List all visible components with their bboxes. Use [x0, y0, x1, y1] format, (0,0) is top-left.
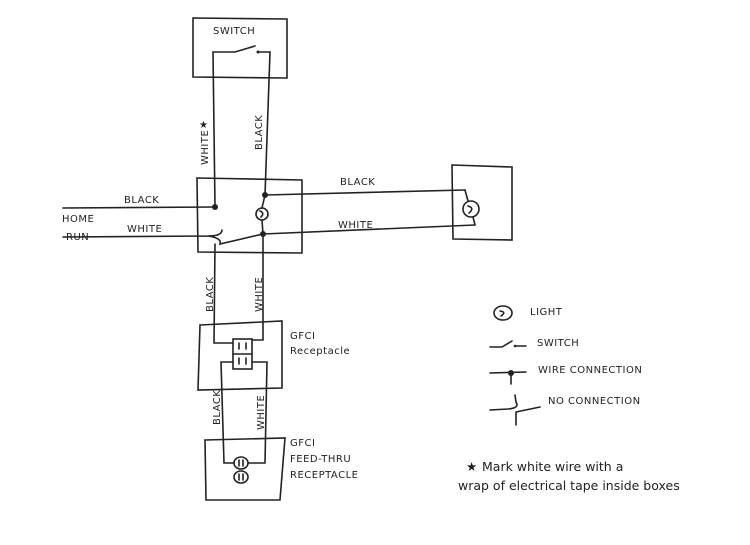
- home-run-black-label: BLACK: [124, 195, 159, 206]
- note-line2: wrap of electrical tape inside boxes: [458, 478, 680, 493]
- home-run-white-label: WHITE: [127, 224, 162, 235]
- legend-no-connection-label: NO CONNECTION: [548, 396, 641, 407]
- note-line1: Mark white wire with a: [482, 459, 623, 474]
- home-run-label-line1: HOME: [62, 214, 94, 225]
- light-fixture-symbol: [255, 207, 269, 221]
- to-feedthru-black-label: BLACK: [212, 390, 223, 425]
- feedthru-label-line3: RECEPTACLE: [290, 470, 358, 481]
- legend-switch-label: SWITCH: [537, 338, 579, 349]
- feedthru-receptacle-symbol: [233, 456, 249, 484]
- to-gfci-white-label: WHITE: [254, 277, 265, 312]
- legend-no-connection-symbol: [489, 394, 541, 426]
- light-run-black-label: BLACK: [340, 177, 375, 188]
- legend-wire-connection-label: WIRE CONNECTION: [538, 365, 642, 376]
- switch-leg-white-label: WHITE: [200, 130, 211, 165]
- note: ★ Mark white wire with a wrap of electri…: [458, 459, 680, 493]
- feedthru-label-line1: GFCI: [290, 438, 315, 449]
- legend: LIGHT SWITCH WIRE CONNECTION NO CONNECTI…: [489, 305, 642, 426]
- tape-marker-star: ★: [199, 120, 208, 131]
- light-box: [451, 164, 513, 241]
- feedthru-box: GFCI FEED-THRU RECEPTACLE: [204, 437, 358, 501]
- to-feedthru-white-label: WHITE: [256, 395, 267, 430]
- legend-wire-connection-symbol: [489, 370, 527, 385]
- home-run-label-line2: RUN: [66, 232, 89, 243]
- wires-to-feedthru: BLACK WHITE: [212, 361, 268, 464]
- switch-legs: WHITE ★ BLACK: [199, 51, 271, 208]
- legend-light-symbol: [493, 305, 513, 321]
- gfci-label-line1: GFCI: [290, 331, 315, 342]
- switch-box: SWITCH: [192, 17, 288, 79]
- legend-switch-symbol: [489, 340, 527, 348]
- gfci-label-line2: Receptacle: [290, 346, 350, 357]
- to-gfci-black-label: BLACK: [205, 277, 216, 312]
- junction-box: [196, 177, 303, 254]
- legend-light-label: LIGHT: [530, 307, 563, 318]
- feedthru-label-line2: FEED-THRU: [290, 454, 351, 465]
- switch-box-label: SWITCH: [213, 26, 255, 37]
- note-star: ★: [466, 459, 477, 474]
- wires-to-gfci: BLACK WHITE: [205, 233, 265, 344]
- switch-leg-black-label: BLACK: [254, 115, 265, 150]
- light-run-white-label: WHITE: [338, 220, 373, 231]
- home-run: HOME RUN BLACK WHITE: [62, 195, 264, 246]
- gfci-receptacle-symbol: [232, 338, 253, 370]
- light-run: BLACK WHITE: [262, 177, 476, 235]
- gfci-box: GFCI Receptacle: [197, 320, 350, 391]
